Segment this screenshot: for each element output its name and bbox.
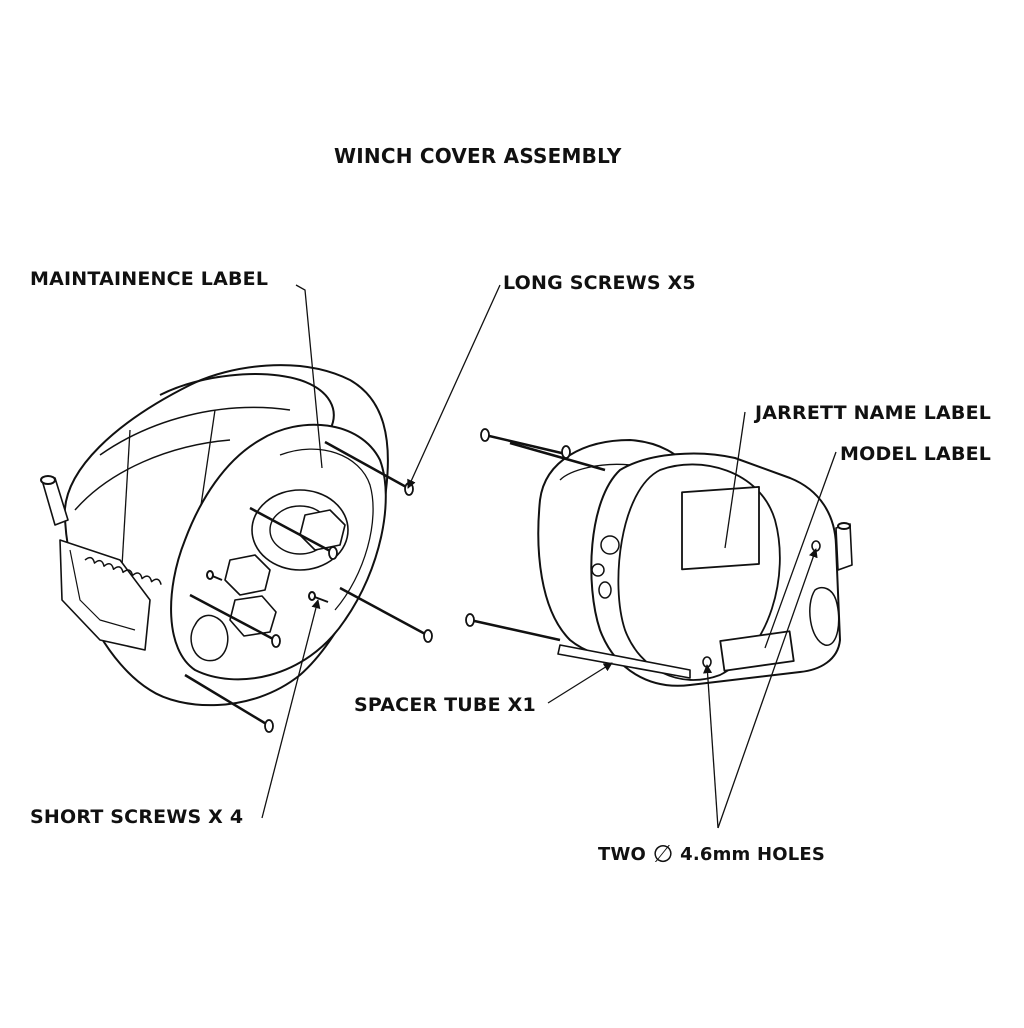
model-label-callout: MODEL LABEL [840,443,992,465]
left-short-screws [206,570,329,603]
leader-jarrett-name-label [724,411,746,549]
left-winch-housing [40,364,389,707]
leader-model-label [764,451,837,649]
leader-long-screws [407,284,501,489]
leader-lines [261,284,837,829]
leader-short-screws [261,599,321,819]
spacer-tube-callout: SPACER TUBE X1 [354,694,536,716]
holes-prefix: TWO [598,844,647,865]
leader-spacer-tube [547,662,613,704]
holes-suffix: 4.6mm HOLES [680,844,826,865]
short-screws-callout: SHORT SCREWS X 4 [30,806,244,828]
diagram-title: WINCH COVER ASSEMBLY [334,144,622,168]
holes-callout: TWO ∅ 4.6mm HOLES [598,838,826,868]
right-winch-housing [537,439,853,687]
left-long-screws [184,440,428,727]
leader-maintenance-label [295,284,323,469]
right-screw-heads [465,428,571,627]
diameter-symbol-icon: ∅ [652,840,674,868]
jarrett-name-label-callout: JARRETT NAME LABEL [755,402,992,424]
leader-holes-a [703,664,719,829]
right-long-screws [469,433,606,642]
left-screw-heads [264,482,433,733]
maintenance-label-callout: MAINTAINENCE LABEL [30,268,269,290]
leader-holes-b [717,548,818,829]
long-screws-callout: LONG SCREWS X5 [503,272,696,294]
